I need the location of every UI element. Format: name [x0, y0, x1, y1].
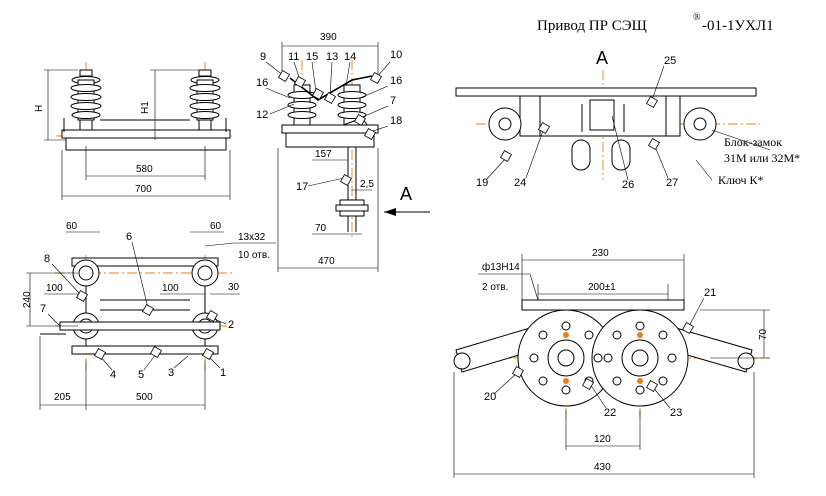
dim-slot: 13х32 — [238, 232, 266, 243]
dim-100-left: 100 — [46, 283, 63, 294]
part-label-19: 19 — [476, 177, 488, 189]
title-registered-mark: ® — [693, 12, 701, 23]
part-label-3: 3 — [168, 367, 174, 379]
dim-h: Н — [34, 105, 45, 112]
part-label-25: 25 — [664, 55, 676, 67]
part-label-24: 24 — [514, 177, 526, 189]
part-label-8: 8 — [44, 253, 50, 265]
part-label-9: 9 — [260, 51, 266, 63]
part-label-26: 26 — [622, 179, 634, 191]
part-label-23: 23 — [670, 407, 682, 419]
front-view: Н Н1 580 700 — [34, 62, 232, 200]
part-label-12: 12 — [256, 109, 268, 121]
dim-30: 30 — [228, 282, 240, 293]
dim-h1: Н1 — [140, 101, 151, 114]
dim-70-side: 70 — [315, 223, 327, 234]
part-label-18: 18 — [390, 115, 402, 127]
part-label-2: 2 — [228, 319, 234, 331]
disc-holes-right — [603, 321, 677, 395]
note-block-lock-line1: Блок-замок — [724, 135, 782, 149]
drawing-title: Привод ПР СЭЩ ® -01-1УХЛ1 — [537, 12, 774, 34]
part-label-4: 4 — [110, 369, 116, 381]
side-view: 390 157 2,5 70 470 А — [277, 32, 430, 272]
dim-430: 430 — [594, 462, 611, 473]
plan-view: 60 60 13х32 10 отв. 240 100 100 30 205 5… — [22, 221, 276, 410]
part-label-16-right: 16 — [390, 75, 402, 87]
part-label-1: 1 — [220, 367, 226, 379]
dim-60-left: 60 — [66, 221, 78, 232]
part-label-20: 20 — [484, 391, 496, 403]
dim-157: 157 — [315, 149, 332, 160]
drive-view: 230 ф13Н14 2 отв. 200±1 70 120 430 — [453, 248, 770, 478]
view-a: А Блок-замок 31М или 32М* Ключ К* — [455, 48, 800, 187]
part-label-16-left: 16 — [256, 77, 268, 89]
part-label-15: 15 — [306, 51, 318, 63]
part-label-10: 10 — [390, 49, 402, 61]
part-label-27: 27 — [666, 177, 678, 189]
insulator-right — [189, 69, 221, 131]
dim-60-right: 60 — [210, 221, 222, 232]
disc-holes-left — [529, 321, 603, 395]
dim-580: 580 — [136, 164, 153, 175]
dim-hole-count: 2 отв. — [482, 282, 508, 293]
title-prefix: Привод ПР СЭЩ — [537, 18, 647, 34]
dim-120: 120 — [594, 434, 611, 445]
insulator-left — [70, 69, 102, 131]
part-label-21: 21 — [704, 287, 716, 299]
part-label-22: 22 — [604, 407, 616, 419]
dim-240: 240 — [22, 291, 33, 308]
part-markers — [75, 69, 695, 393]
part-labels: 9 11 15 13 14 10 16 16 12 7 18 17 8 6 7 … — [40, 49, 716, 419]
dim-230: 230 — [592, 248, 609, 259]
title-suffix: -01-1УХЛ1 — [702, 18, 774, 34]
part-label-11: 11 — [288, 51, 299, 63]
part-label-13: 13 — [326, 51, 338, 63]
dim-700: 700 — [135, 184, 152, 195]
dim-200: 200±1 — [588, 282, 616, 293]
part-label-14: 14 — [344, 51, 356, 63]
part-label-17: 17 — [296, 181, 308, 193]
part-label-5: 5 — [138, 369, 144, 381]
view-a-arrow-label: А — [400, 184, 412, 204]
dim-2-5: 2,5 — [360, 179, 374, 190]
dim-390: 390 — [320, 32, 337, 43]
note-key: Ключ К* — [718, 173, 764, 187]
dim-100-right: 100 — [162, 283, 179, 294]
dim-500: 500 — [136, 392, 153, 403]
dim-205: 205 — [54, 392, 71, 403]
part-label-7-side: 7 — [390, 95, 396, 107]
part-label-6: 6 — [126, 231, 132, 243]
dim-hole: ф13Н14 — [482, 261, 520, 273]
note-block-lock-line2: 31М или 32М* — [724, 151, 800, 165]
part-label-7: 7 — [40, 303, 46, 315]
dim-70-drive: 70 — [758, 328, 769, 340]
dim-slot-count: 10 отв. — [238, 250, 270, 261]
dim-470: 470 — [318, 256, 335, 267]
view-a-title: А — [596, 48, 608, 68]
